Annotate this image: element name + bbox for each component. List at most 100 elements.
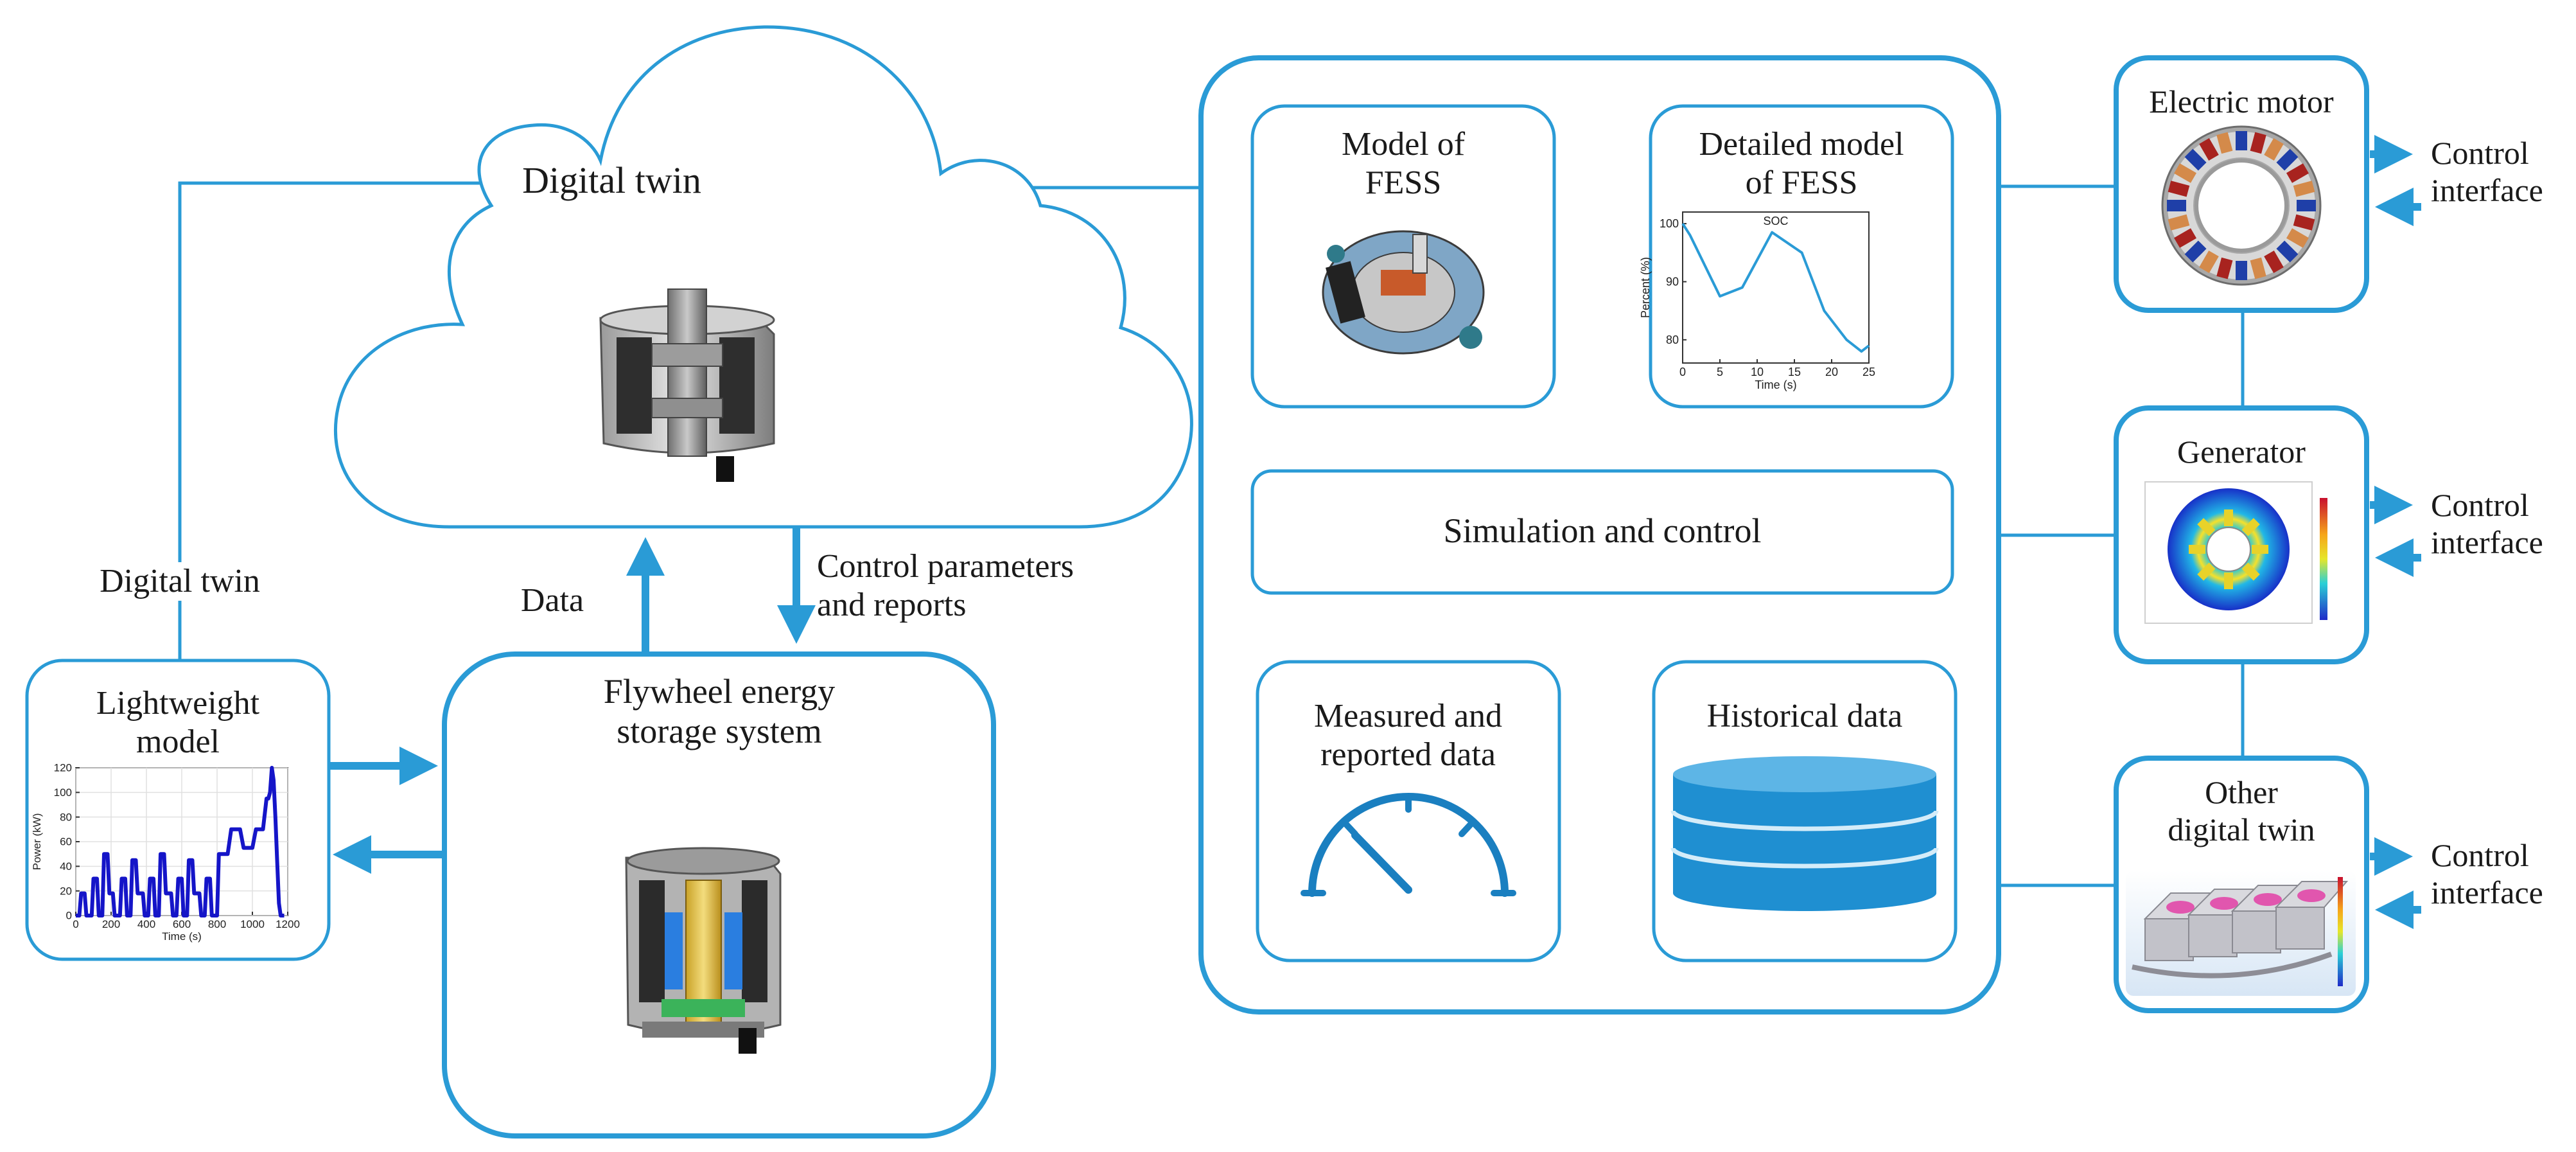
generator-tooth — [2241, 562, 2260, 581]
fess-flywheel-illustration — [625, 847, 782, 1054]
generator-tooth — [2197, 518, 2216, 536]
stator-slot — [2264, 250, 2284, 273]
stator-slot — [2184, 240, 2207, 263]
database-icon — [1670, 756, 1939, 911]
block-highlight — [2297, 889, 2326, 902]
data-label: Data — [520, 582, 584, 619]
stator-slot — [2216, 257, 2233, 279]
other-title: Other digital twin — [2168, 774, 2315, 847]
fess-title: Flywheel energy storage system — [603, 672, 836, 751]
stator-slot — [2250, 257, 2266, 279]
x-tick-label: 1200 — [276, 918, 300, 930]
x-tick-label: 1000 — [240, 918, 265, 930]
y-tick-label: 80 — [1666, 333, 1679, 346]
generator-illustration — [2144, 481, 2327, 624]
y-tick-label: 100 — [54, 786, 72, 799]
stator-slot — [2199, 250, 2219, 273]
lightweight-title: Lightweight model — [96, 685, 260, 760]
generator-tooth — [2241, 518, 2260, 536]
x-tick-label: 800 — [208, 918, 226, 930]
x-tick-label: 200 — [102, 918, 120, 930]
model-fess-title: Model of FESS — [1341, 126, 1466, 201]
block-highlight — [2210, 897, 2238, 910]
stator-slot — [2286, 228, 2309, 248]
generator-title: Generator — [2177, 434, 2306, 470]
stator-slot — [2216, 132, 2233, 154]
stator-slot — [2174, 163, 2197, 183]
thick-arrows — [329, 135, 2421, 929]
y-tick-label: 100 — [1660, 217, 1679, 230]
generator-tooth — [2189, 545, 2205, 554]
base-rail — [2132, 952, 2333, 979]
stator-slot — [2276, 148, 2299, 171]
simulation-label: Simulation and control — [1443, 511, 1762, 550]
stator-slot — [2297, 200, 2316, 211]
stator-slot — [2184, 148, 2207, 171]
x-tick-label: 15 — [1788, 366, 1801, 378]
stator-slot — [2236, 131, 2247, 150]
stator-slot — [2168, 181, 2190, 197]
generator-tooth — [2224, 510, 2233, 526]
stator-slot — [2168, 214, 2190, 231]
stator-slot — [2276, 240, 2299, 263]
x-tick-label: 0 — [1679, 366, 1686, 378]
stator-slot — [2236, 261, 2247, 280]
block-side — [2188, 914, 2238, 957]
plot-title: SOC — [1763, 215, 1788, 227]
stator-slot — [2199, 138, 2219, 161]
block-highlight — [2166, 901, 2195, 914]
x-axis-label: Time (s) — [162, 930, 202, 943]
historical-title: Historical data — [1706, 698, 1903, 734]
stator-slot — [2174, 228, 2197, 248]
x-axis-label: Time (s) — [1755, 378, 1796, 391]
control-label: Control parameters and reports — [817, 548, 1074, 623]
left-digital-twin-link — [178, 181, 507, 660]
cloud-title: Digital twin — [522, 159, 701, 201]
boxes — [25, 55, 2369, 1139]
left-link-label: Digital twin — [58, 562, 302, 601]
stator-slot — [2286, 163, 2309, 183]
y-tick-label: 90 — [1666, 275, 1679, 288]
x-tick-label: 400 — [137, 918, 155, 930]
series-line — [1681, 223, 1870, 353]
series-line — [76, 766, 285, 917]
y-tick-label: 40 — [60, 860, 72, 873]
digital-twin-cloud — [334, 25, 1193, 529]
y-tick-label: 0 — [66, 910, 72, 922]
plot-frame — [1682, 211, 1870, 364]
y-tick-label: 20 — [60, 885, 72, 897]
model-fess-illustration — [1322, 230, 1485, 355]
cloud-flywheel-illustration — [599, 288, 775, 482]
x-tick-label: 600 — [173, 918, 191, 930]
electric-motor-illustration — [2161, 125, 2322, 286]
generator-tooth — [2197, 562, 2216, 581]
y-axis-label: Power (kW) — [31, 813, 43, 871]
other-control-label: Control interface — [2431, 837, 2543, 910]
x-tick-label: 10 — [1751, 366, 1764, 378]
y-axis-label: Percent (%) — [1639, 257, 1652, 318]
stator-slot — [2167, 200, 2186, 211]
stator-slot — [2293, 214, 2315, 231]
block-highlight — [2254, 893, 2282, 906]
motor-title: Electric motor — [2149, 84, 2334, 120]
block-side — [2144, 918, 2194, 961]
stator-slot — [2264, 138, 2284, 161]
y-tick-label: 60 — [60, 836, 72, 848]
generator-tooth — [2252, 545, 2268, 554]
generator-control-label: Control interface — [2431, 487, 2543, 560]
y-tick-label: 80 — [60, 811, 72, 823]
measured-title: Measured and reported data — [1313, 698, 1503, 773]
x-tick-label: 0 — [73, 918, 78, 930]
generator-tooth — [2224, 572, 2233, 589]
x-tick-label: 5 — [1717, 366, 1723, 378]
stator-slot — [2250, 132, 2266, 154]
x-tick-label: 20 — [1825, 366, 1838, 378]
x-tick-label: 25 — [1862, 366, 1875, 378]
block-side — [2275, 907, 2325, 950]
other-digital-twin-illustration — [2126, 871, 2356, 996]
simulation-box — [1250, 469, 1954, 595]
motor-control-label: Control interface — [2431, 135, 2543, 208]
